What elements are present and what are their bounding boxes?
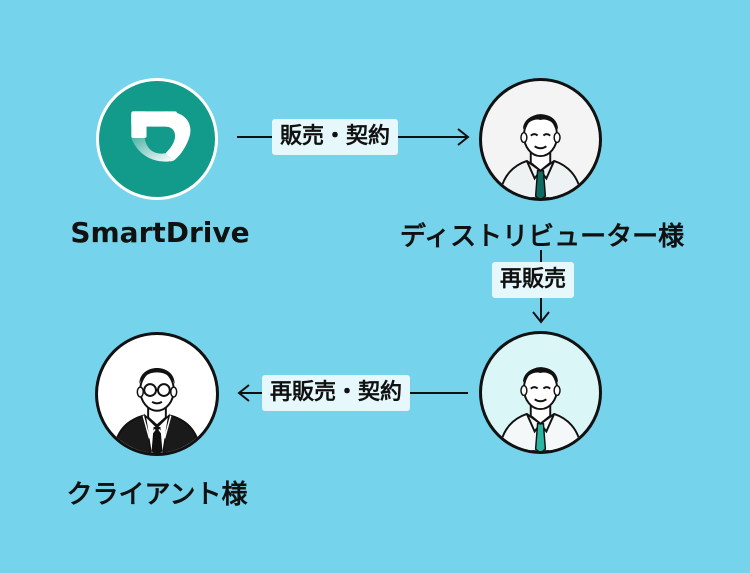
distributor-bottom-avatar — [479, 331, 602, 454]
businessman-glasses-icon — [112, 367, 202, 453]
client-label: クライアント様 — [66, 480, 248, 510]
smartdrive-label: SmartDrive — [70, 216, 250, 249]
arrowhead-down — [532, 311, 550, 324]
businessman-icon — [498, 114, 583, 198]
client-avatar — [95, 332, 219, 456]
edge-label-resale: 再販売 — [492, 262, 575, 298]
edge-label-sales-contract: 販売・契約 — [272, 119, 399, 155]
smartdrive-logo-circle — [96, 78, 218, 200]
edge-label-resale-contract: 再販売・契約 — [262, 375, 411, 411]
smartdrive-logo-icon — [131, 111, 191, 162]
arrowhead-right — [457, 128, 470, 146]
distributor-top-avatar — [479, 78, 602, 201]
distributor-label: ディストリビューター様 — [399, 222, 685, 252]
arrowhead-left — [237, 384, 250, 402]
businessman-icon — [498, 367, 583, 451]
